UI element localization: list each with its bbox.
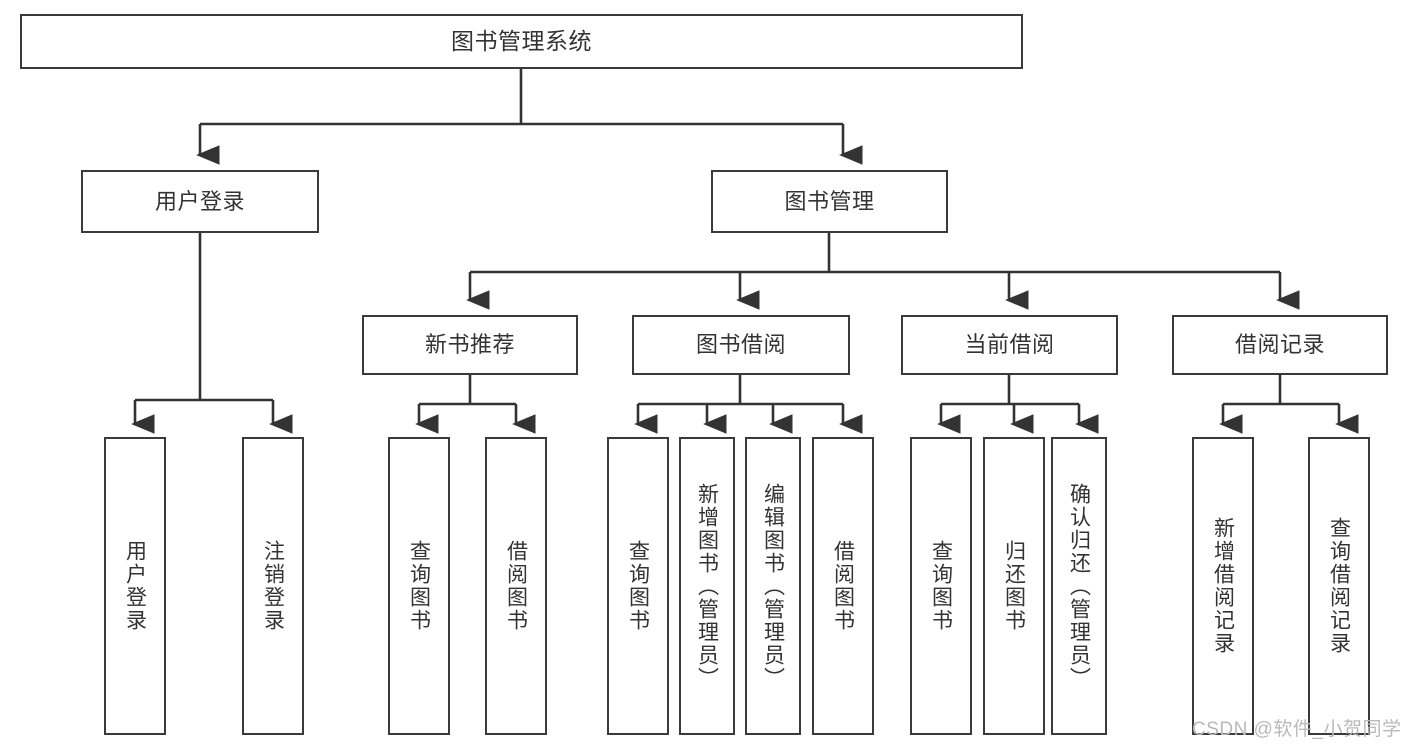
node-leaf-confirm-return[interactable]: 确认归还（管理员） (1051, 437, 1107, 735)
node-leaf-borrow-book-1-label: 借阅图书 (504, 540, 528, 632)
node-borrow-record-label: 借阅记录 (1234, 332, 1325, 358)
node-leaf-return-book[interactable]: 归还图书 (983, 437, 1045, 735)
node-leaf-add-borrow-record[interactable]: 新增借阅记录 (1192, 437, 1254, 735)
node-leaf-borrow-book-2-label: 借阅图书 (831, 540, 855, 632)
node-borrow-record[interactable]: 借阅记录 (1172, 315, 1388, 375)
node-leaf-query-book-3[interactable]: 查询图书 (910, 437, 972, 735)
node-leaf-borrow-book-2[interactable]: 借阅图书 (812, 437, 874, 735)
node-leaf-add-book-label: 新增图书（管理员） (695, 482, 719, 690)
node-leaf-query-borrow-record-label: 查询借阅记录 (1327, 517, 1351, 655)
node-user-login[interactable]: 用户登录 (81, 170, 319, 233)
node-leaf-edit-book[interactable]: 编辑图书（管理员） (745, 437, 801, 735)
node-leaf-user-logout-label: 注销登录 (261, 540, 285, 632)
node-leaf-add-book[interactable]: 新增图书（管理员） (679, 437, 735, 735)
node-leaf-return-book-label: 归还图书 (1002, 540, 1026, 632)
node-leaf-add-borrow-record-label: 新增借阅记录 (1211, 517, 1235, 655)
node-leaf-borrow-book-1[interactable]: 借阅图书 (485, 437, 547, 735)
node-leaf-query-book-2[interactable]: 查询图书 (607, 437, 669, 735)
node-leaf-query-book-2-label: 查询图书 (626, 540, 650, 632)
node-book-borrow-label: 图书借阅 (695, 332, 786, 358)
node-leaf-query-borrow-record[interactable]: 查询借阅记录 (1308, 437, 1370, 735)
node-leaf-query-book-3-label: 查询图书 (929, 540, 953, 632)
node-new-book-recommend[interactable]: 新书推荐 (362, 315, 578, 375)
node-user-login-label: 用户登录 (154, 188, 245, 214)
node-leaf-user-login[interactable]: 用户登录 (104, 437, 166, 735)
node-leaf-query-book-1-label: 查询图书 (407, 540, 431, 632)
node-leaf-query-book-1[interactable]: 查询图书 (388, 437, 450, 735)
node-current-borrow-label: 当前借阅 (964, 332, 1055, 358)
node-book-management-label: 图书管理 (784, 188, 875, 214)
node-root-label: 图书管理系统 (451, 27, 592, 54)
node-current-borrow[interactable]: 当前借阅 (901, 315, 1118, 375)
node-book-management[interactable]: 图书管理 (711, 170, 948, 233)
node-root[interactable]: 图书管理系统 (20, 14, 1023, 69)
node-leaf-confirm-return-label: 确认归还（管理员） (1067, 482, 1091, 690)
node-leaf-user-logout[interactable]: 注销登录 (242, 437, 304, 735)
node-leaf-user-login-label: 用户登录 (123, 540, 147, 632)
node-new-book-recommend-label: 新书推荐 (424, 332, 515, 358)
node-leaf-edit-book-label: 编辑图书（管理员） (761, 482, 785, 690)
node-book-borrow[interactable]: 图书借阅 (632, 315, 850, 375)
